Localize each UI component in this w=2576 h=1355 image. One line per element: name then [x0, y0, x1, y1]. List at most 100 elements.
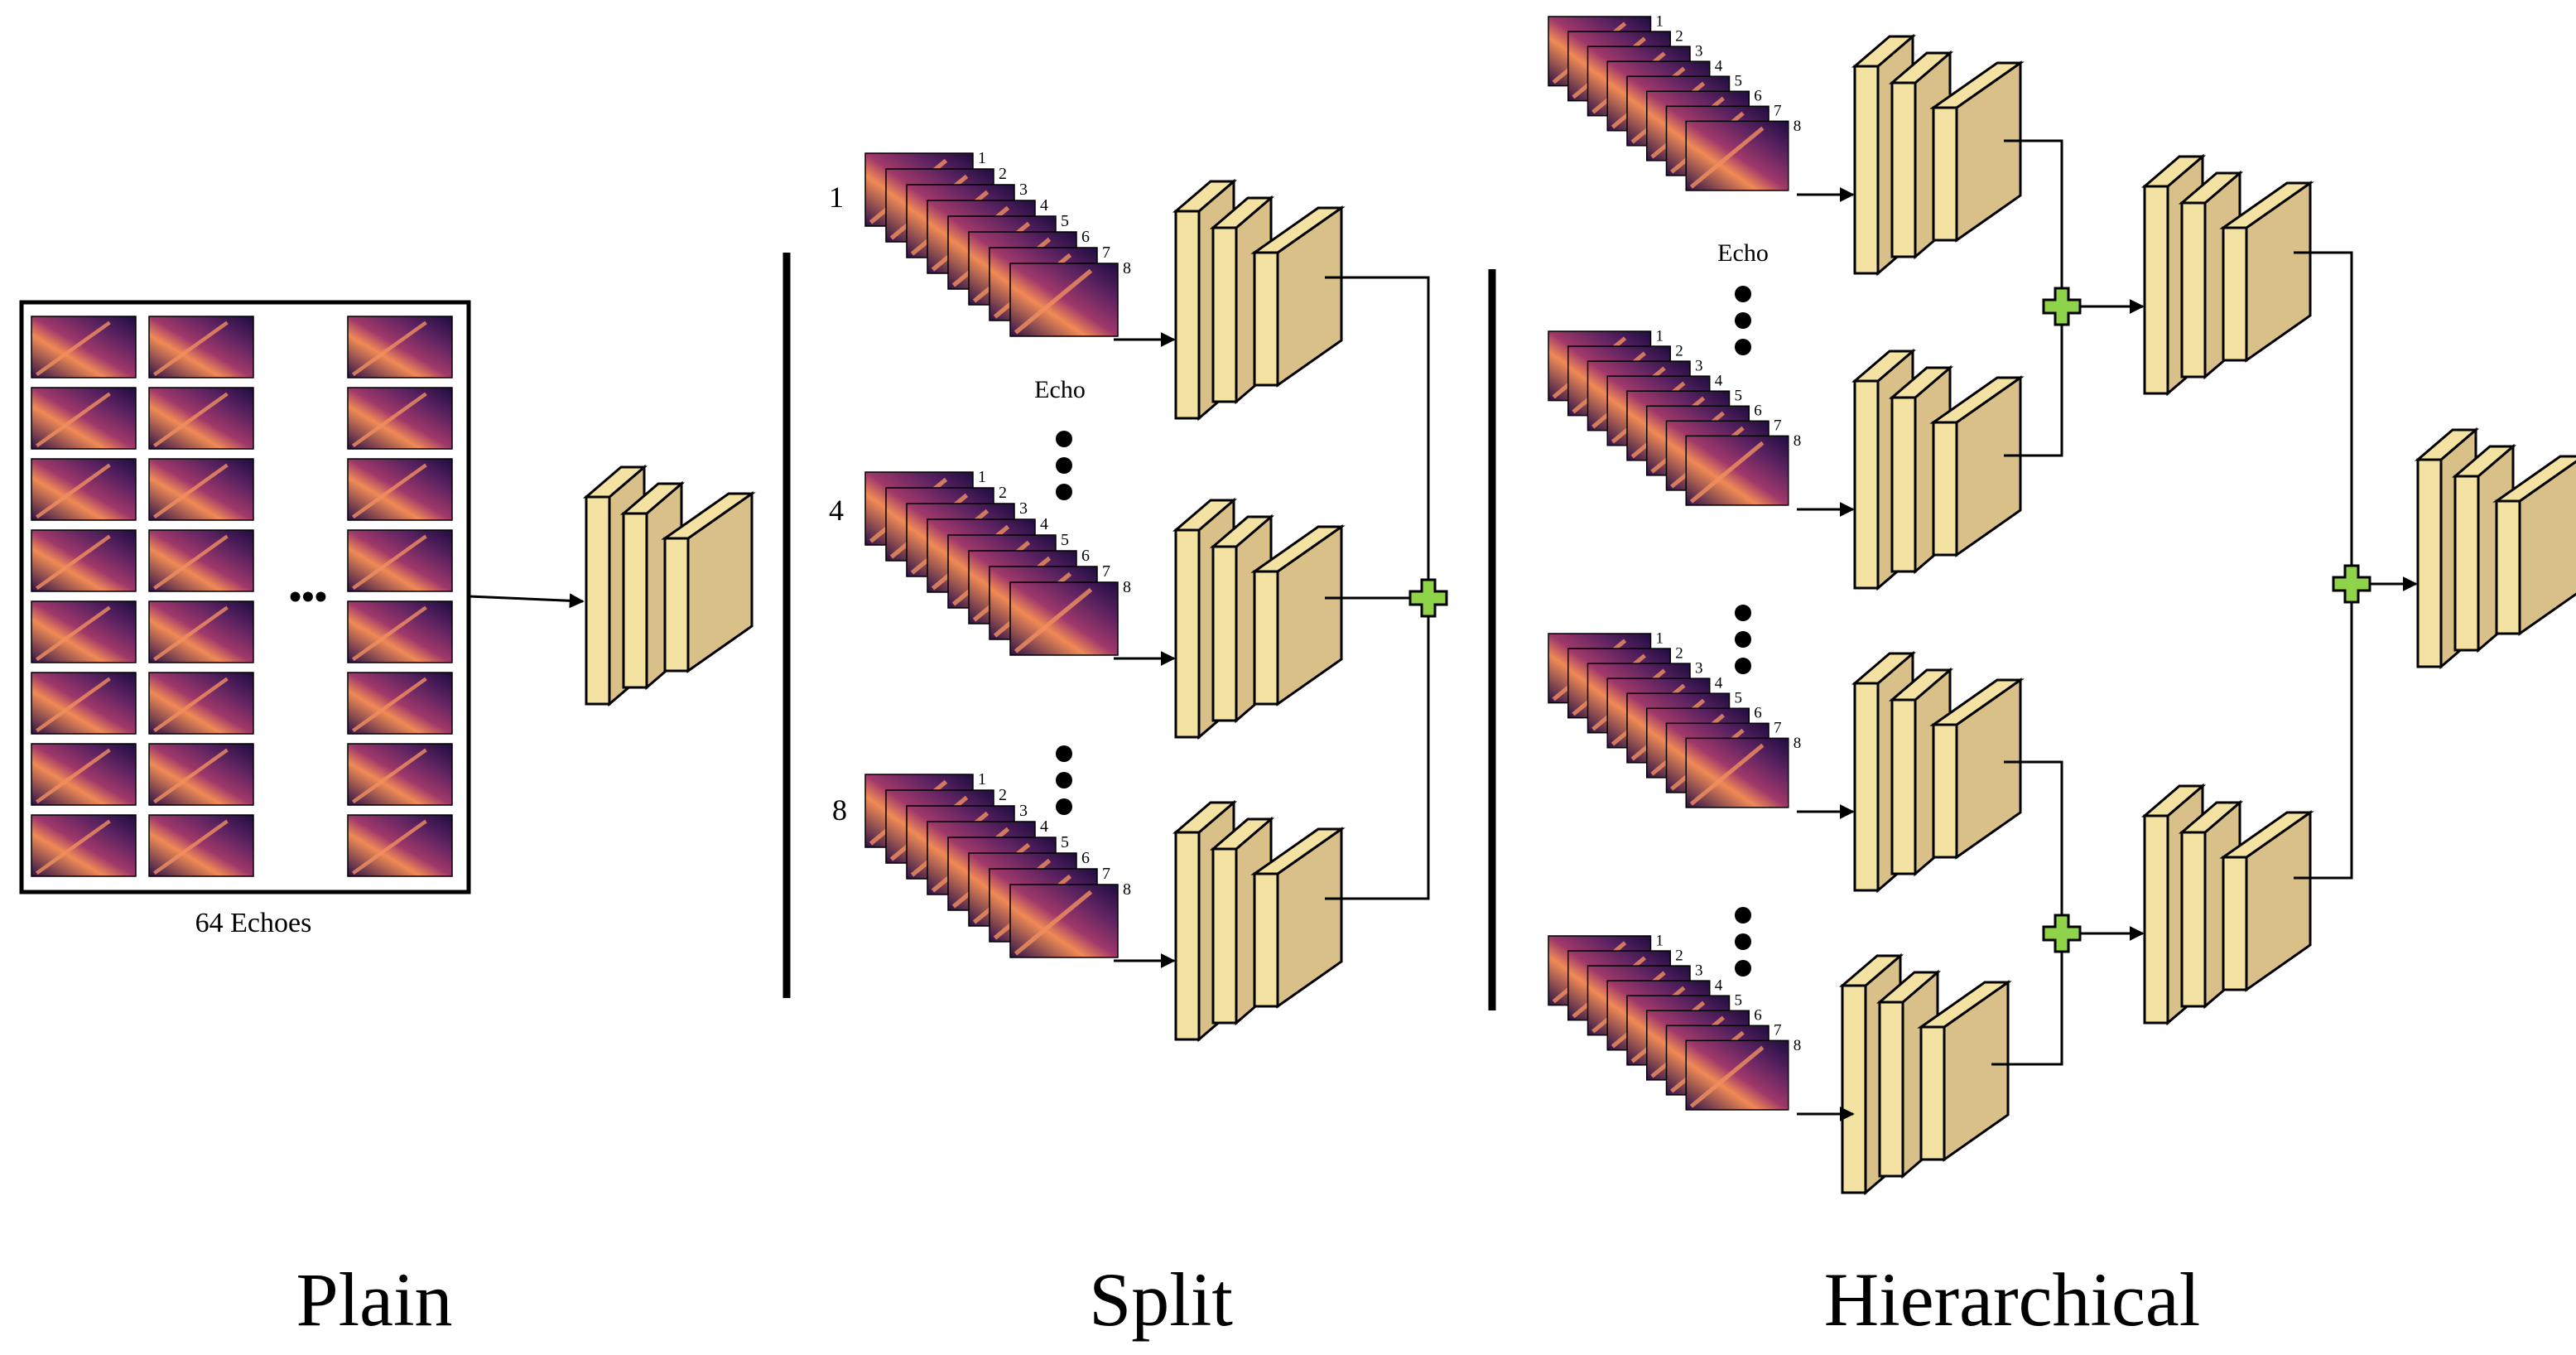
echo-image-icon: [148, 743, 254, 806]
echo-image-icon: [347, 387, 453, 450]
echo-index-label: 4: [1040, 196, 1048, 215]
echo-index-label: 8: [1123, 259, 1131, 277]
echo-image-icon: [148, 387, 254, 450]
echo-image-icon: [31, 600, 137, 663]
echo-index-label: 4: [1715, 58, 1723, 75]
echo-image-icon: [347, 458, 453, 521]
echo-index-label: 1: [978, 770, 986, 788]
echo-index-label: 7: [1774, 417, 1782, 435]
echo-image-icon: [31, 529, 137, 592]
vertical-ellipsis-icon: [1735, 605, 1751, 674]
echo-image-icon: [1685, 435, 1789, 506]
hier-echo-label: Echo: [1717, 239, 1769, 267]
vertical-ellipsis-icon: [1735, 907, 1751, 976]
plain-arrow: [468, 593, 585, 609]
echo-image-icon: [31, 743, 137, 806]
echo-index-label: 6: [1754, 705, 1762, 722]
split-echo-label: Echo: [1034, 376, 1086, 403]
echo-index-label: 1: [978, 149, 986, 167]
echo-index-label: 6: [1081, 228, 1090, 246]
echo-index-label: 3: [1019, 802, 1028, 820]
echo-image-icon: [31, 814, 137, 877]
vertical-ellipsis-icon: [1056, 745, 1072, 815]
echo-index-label: 8: [1123, 880, 1131, 899]
echo-image-icon: [347, 743, 453, 806]
echo-index-label: 4: [1040, 515, 1048, 533]
echo-index-label: 4: [1715, 977, 1723, 995]
echo-grid: [31, 316, 453, 877]
hier-merge-line-bottom: [1991, 760, 2063, 1066]
echo-index-label: 4: [1040, 817, 1048, 836]
echo-index-label: 5: [1735, 73, 1743, 90]
echo-image-icon: [1685, 1039, 1789, 1111]
echo-index-label: 1: [1656, 12, 1664, 30]
vertical-ellipsis-icon: [1056, 431, 1072, 500]
echo-image-icon: [31, 672, 137, 735]
echo-index-label: 2: [1675, 644, 1683, 662]
echo-image-icon: [1009, 263, 1119, 337]
conv-block-icon: [1172, 178, 1346, 422]
echo-index-label: 5: [1061, 212, 1069, 230]
echo-image-icon: [347, 600, 453, 663]
group-label-8: 8: [832, 793, 847, 827]
group-label-4: 4: [829, 494, 844, 527]
conv-block-icon: [582, 464, 756, 707]
echo-index-label: 1: [978, 468, 986, 486]
echo-index-label: 5: [1735, 388, 1743, 405]
echo-index-label: 6: [1081, 547, 1090, 565]
echo-index-label: 1: [1656, 629, 1664, 647]
echo-index-label: 4: [1715, 373, 1723, 390]
conv-block-icon: [1851, 33, 2025, 277]
echo-image-icon: [148, 600, 254, 663]
echo-image-icon: [1685, 737, 1789, 808]
title-plain: Plain: [296, 1257, 452, 1342]
title-split: Split: [1089, 1257, 1233, 1342]
echo-index-label: 6: [1081, 849, 1090, 867]
echo-image-icon: [31, 387, 137, 450]
vertical-ellipsis-icon: [1735, 286, 1751, 355]
echo-image-icon: [347, 672, 453, 735]
echo-image-icon: [1009, 884, 1119, 958]
plus-icon: [2042, 287, 2082, 326]
echo-index-label: 5: [1735, 690, 1743, 707]
title-hierarchical: Hierarchical: [1824, 1257, 2201, 1342]
echo-index-label: 2: [999, 484, 1007, 502]
conv-block-icon: [2140, 783, 2314, 1026]
ellipsis-label: •••: [289, 576, 327, 617]
echoes-count-label: 64 Echoes: [195, 908, 312, 938]
conv-block-icon: [1838, 952, 2012, 1196]
echo-index-label: 5: [1061, 833, 1069, 851]
echo-index-label: 3: [1019, 499, 1028, 518]
echo-index-label: 6: [1754, 88, 1762, 105]
plus-icon: [2042, 914, 2082, 953]
echo-index-label: 7: [1102, 865, 1110, 883]
echo-index-label: 6: [1754, 403, 1762, 420]
conv-block-icon: [2414, 427, 2576, 670]
echo-index-label: 2: [999, 165, 1007, 183]
group-label-1: 1: [829, 181, 844, 214]
plus-icon: [1408, 578, 1448, 618]
echo-image-icon: [347, 814, 453, 877]
echo-image-icon: [31, 316, 137, 379]
echo-index-label: 8: [1794, 735, 1802, 752]
echo-index-label: 3: [1019, 181, 1028, 199]
echo-index-label: 8: [1794, 1037, 1802, 1054]
plain-section: ••• 64 Echoes: [19, 300, 756, 938]
conv-block-icon: [2140, 153, 2314, 397]
echo-image-icon: [148, 814, 254, 877]
echo-index-label: 5: [1735, 992, 1743, 1010]
echo-index-label: 6: [1754, 1007, 1762, 1025]
echo-image-icon: [1009, 581, 1119, 656]
echo-image-icon: [148, 672, 254, 735]
echo-index-label: 5: [1061, 531, 1069, 549]
conv-block-icon: [1172, 799, 1346, 1043]
echo-image-icon: [148, 529, 254, 592]
echo-index-label: 4: [1715, 675, 1723, 692]
echo-index-label: 1: [1656, 932, 1664, 949]
